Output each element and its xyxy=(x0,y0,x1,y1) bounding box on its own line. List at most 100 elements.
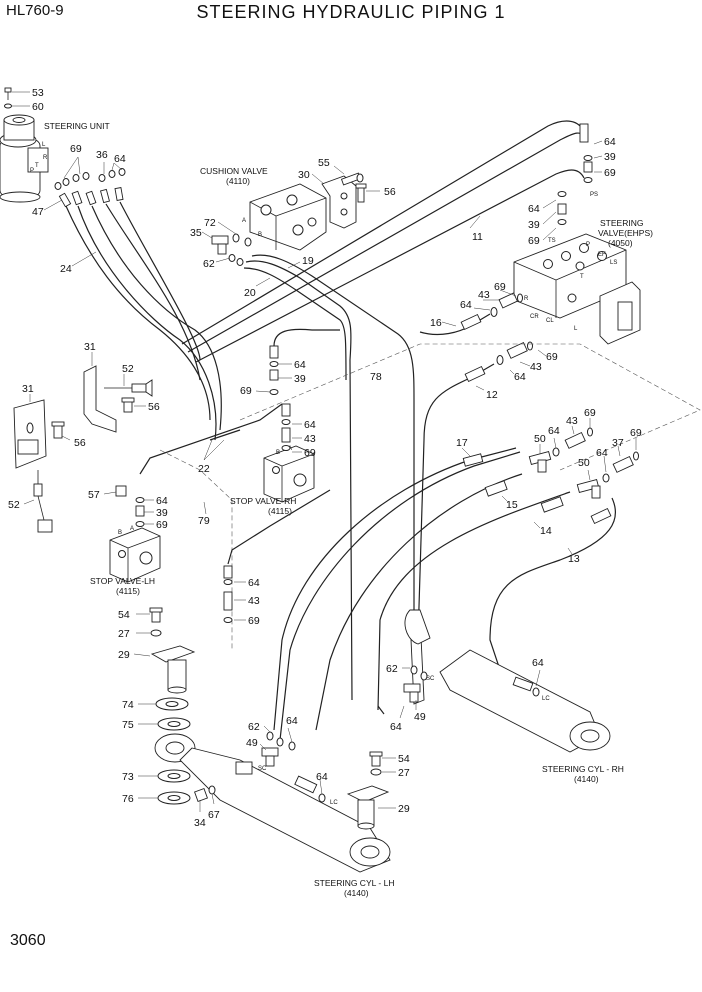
steering-valve-ehps: P EF LS T R CR CL L xyxy=(513,233,641,345)
callout-64-svr: 64 xyxy=(304,419,316,431)
hose-15-crimp xyxy=(484,480,508,497)
fittings-centre xyxy=(269,345,279,395)
hose-19b xyxy=(251,254,415,640)
sv-port-l: L xyxy=(574,326,578,332)
callout-52-lower: 52 xyxy=(8,499,20,511)
svr-fittings xyxy=(281,403,291,451)
page-number: 3060 xyxy=(10,932,46,949)
callout-54-lh: 54 xyxy=(118,609,130,621)
callout-19: 19 xyxy=(302,255,314,267)
callout-20: 20 xyxy=(244,287,256,299)
hose-14-crimp xyxy=(540,496,564,513)
steering-unit: L R T P xyxy=(0,114,49,203)
svl-fittings xyxy=(115,485,145,527)
bolt-55 xyxy=(340,172,364,186)
label-cushion-valve: CUSHION VALVE xyxy=(200,166,268,176)
callout-64-a: 64 xyxy=(548,425,560,437)
bolt-56-upper xyxy=(121,397,135,413)
fittings-50-b xyxy=(576,451,639,499)
callout-72: 72 xyxy=(204,217,216,229)
label-steering-valve-1: STEERING xyxy=(600,218,643,228)
page-title: STEERING HYDRAULIC PIPING 1 xyxy=(196,2,506,22)
sc-lh: SC xyxy=(258,766,267,772)
sv-port-ts: TS xyxy=(548,238,556,244)
callout-27-rh: 27 xyxy=(398,767,410,779)
callout-64-rh-lc: 64 xyxy=(532,657,544,669)
sv-port-cr: CR xyxy=(530,314,539,320)
callout-76: 76 xyxy=(122,793,134,805)
callout-75: 75 xyxy=(122,719,134,731)
hose-19 xyxy=(245,260,353,701)
label-stop-valve-rh: STOP VALVE-RH xyxy=(230,496,296,506)
callout-69-tr: 69 xyxy=(604,167,616,179)
label-stop-valve-lh-code: (4115) xyxy=(116,586,140,596)
stop-valve-lh: B A xyxy=(109,526,161,583)
callout-64-12: 64 xyxy=(514,371,526,383)
callout-69-svl: 69 xyxy=(156,519,168,531)
bolt-53 xyxy=(4,87,12,100)
callout-47: 47 xyxy=(32,206,44,218)
steering-cylinder-lh: SC LC xyxy=(154,733,391,873)
hose-rh-lower xyxy=(377,705,385,715)
callout-31-lower: 31 xyxy=(22,383,34,395)
bracket-30 xyxy=(321,175,357,229)
callout-64-svl: 64 xyxy=(156,495,168,507)
callout-64-16: 64 xyxy=(460,299,472,311)
cv-port-b: B xyxy=(258,232,262,238)
svl-port-b: B xyxy=(118,530,122,536)
callout-64-tr: 64 xyxy=(604,136,616,148)
callout-67: 67 xyxy=(208,809,220,821)
hose-20 xyxy=(243,267,347,381)
fittings-lh-lower xyxy=(223,565,233,623)
grease-fitting-34-67 xyxy=(194,785,216,802)
label-steering-cyl-lh-code: (4140) xyxy=(344,888,369,898)
su-fittings xyxy=(54,168,126,208)
sv-port-ls: LS xyxy=(610,260,617,266)
hose-13 xyxy=(489,497,616,691)
callout-69-sv: 69 xyxy=(528,235,540,247)
sv-port-ef: EF xyxy=(598,252,606,258)
callout-79: 79 xyxy=(198,515,210,527)
sv-port-ps: PS xyxy=(590,192,598,198)
callout-64-su: 64 xyxy=(114,153,126,165)
cv-port-a: A xyxy=(242,218,246,224)
callout-56-upper: 56 xyxy=(148,401,160,413)
callout-31-upper: 31 xyxy=(84,341,96,353)
callout-37: 37 xyxy=(612,437,624,449)
callout-69-12: 69 xyxy=(546,351,558,363)
callout-60: 60 xyxy=(32,101,44,113)
su-port-r: R xyxy=(43,155,48,161)
callout-16: 16 xyxy=(430,317,442,329)
callout-35: 35 xyxy=(190,227,202,239)
callout-69-a: 69 xyxy=(584,407,596,419)
label-steering-valve-code: (4050) xyxy=(608,238,633,248)
callout-12: 12 xyxy=(486,389,498,401)
pin-29-lh xyxy=(150,645,196,694)
callout-64-ctr: 64 xyxy=(294,359,306,371)
steering-cylinder-rh: SC LC xyxy=(404,609,611,753)
callout-43-svr: 43 xyxy=(304,433,316,445)
sv-port-p: P xyxy=(586,242,590,248)
callout-15: 15 xyxy=(506,499,518,511)
sv-port-t: T xyxy=(580,274,584,280)
label-cushion-valve-code: (4110) xyxy=(226,176,250,186)
callout-50-a: 50 xyxy=(534,433,546,445)
bracket-31-lower xyxy=(13,399,47,469)
callout-69-su: 69 xyxy=(70,143,82,155)
callout-62-rh: 62 xyxy=(386,663,398,675)
washer-27-rh xyxy=(370,768,382,776)
callout-17: 17 xyxy=(456,437,468,449)
callout-39-ctr: 39 xyxy=(294,373,306,385)
callout-53: 53 xyxy=(32,87,44,99)
callout-43-12: 43 xyxy=(530,361,542,373)
callout-11: 11 xyxy=(472,231,483,243)
model-code: HL760-9 xyxy=(6,2,64,19)
callout-52-upper: 52 xyxy=(122,363,134,375)
callout-74: 74 xyxy=(122,699,134,711)
hose-22a xyxy=(139,403,283,475)
callout-43-lhl: 43 xyxy=(248,595,260,607)
lc-rh: LC xyxy=(542,696,550,702)
bolt-52-upper xyxy=(104,379,153,397)
callout-36: 36 xyxy=(96,149,108,161)
